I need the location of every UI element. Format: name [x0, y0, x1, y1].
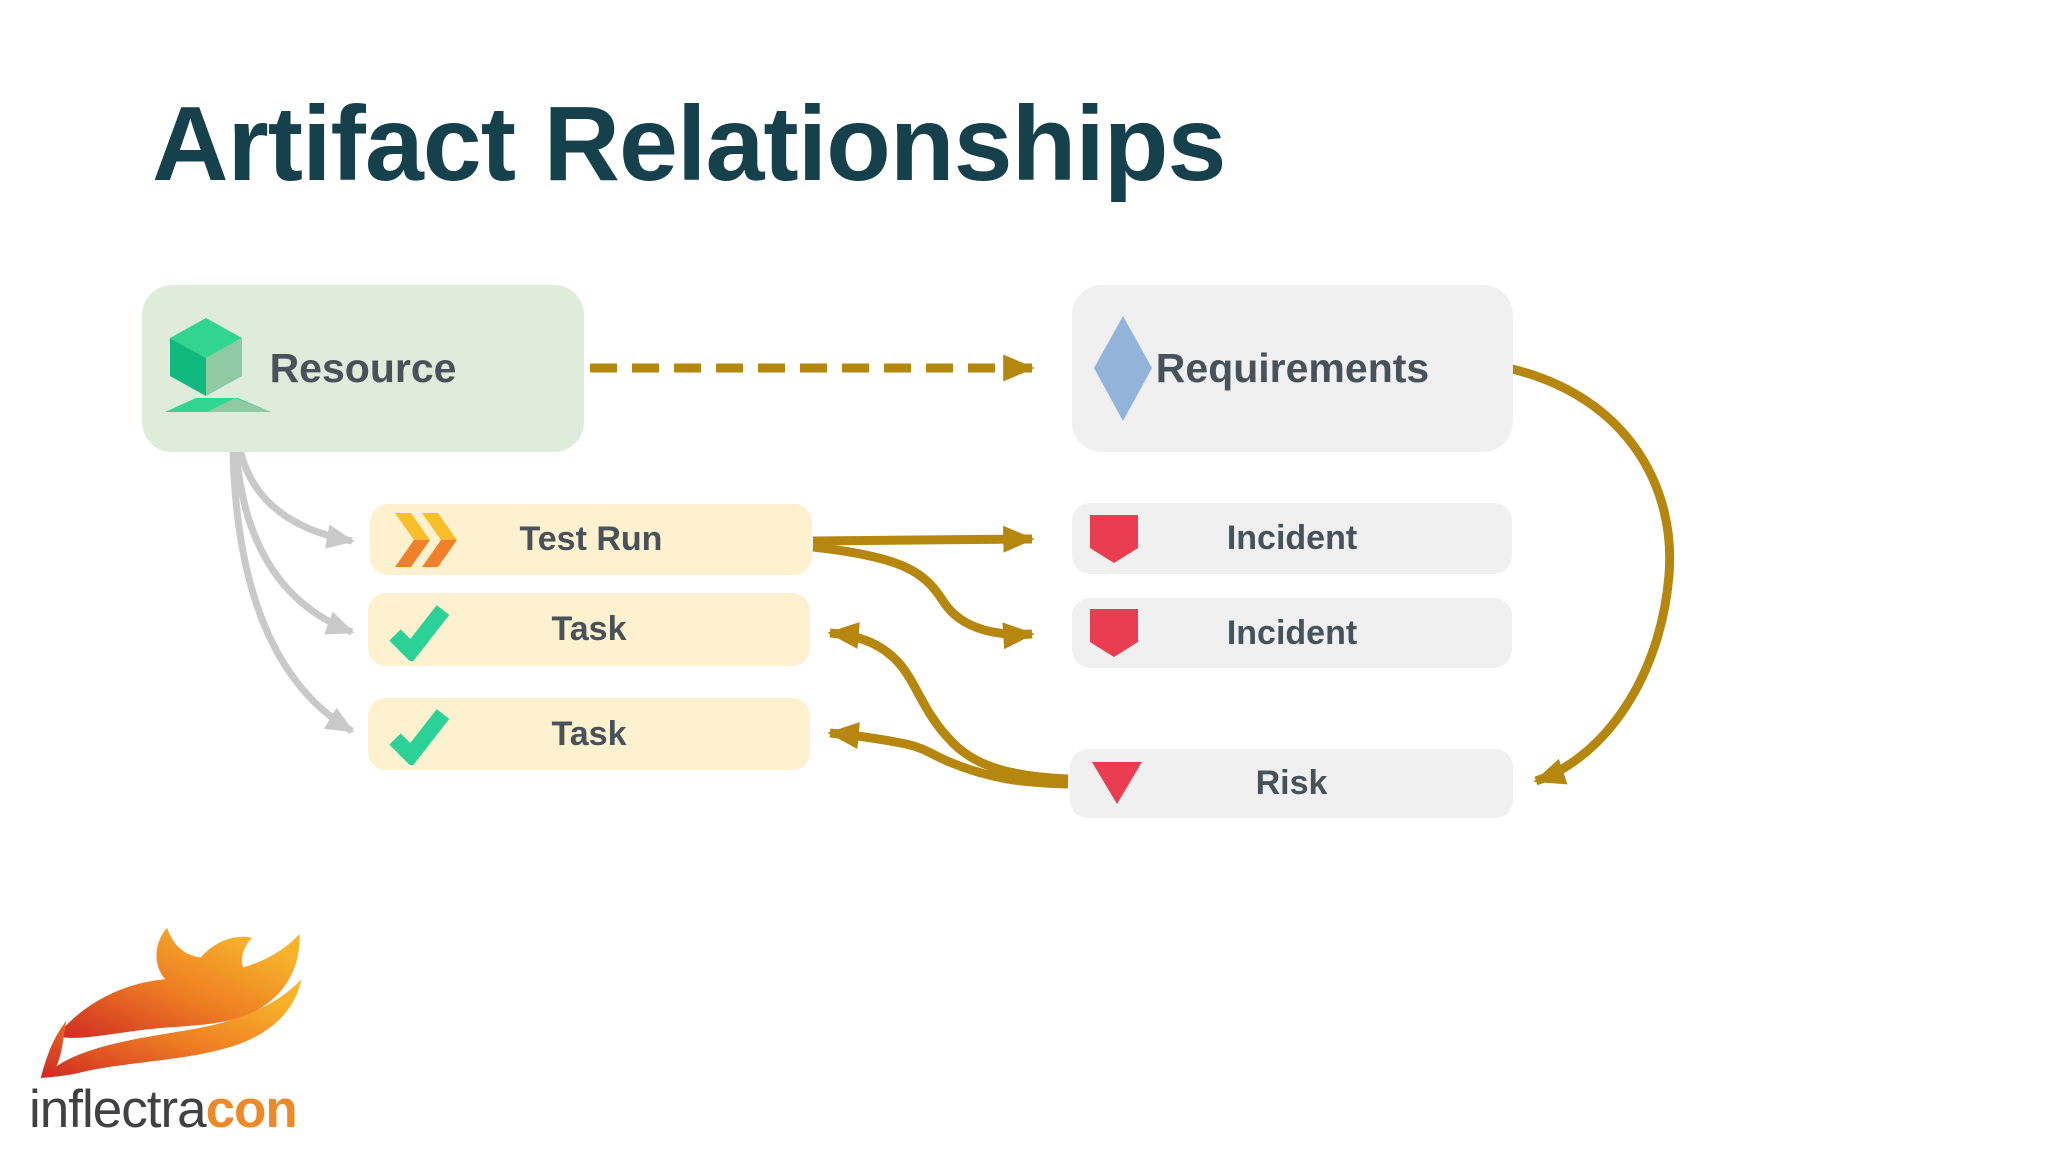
node-test-run: Test Run: [370, 504, 812, 575]
double-chevron-icon: [395, 513, 457, 567]
node-requirements: Requirements: [1072, 285, 1513, 452]
edge-resource-to-task1: [232, 449, 355, 636]
node-label: Resource: [269, 345, 457, 391]
node-label: Test Run: [519, 520, 663, 558]
edge-risk-to-task1: [827, 621, 1069, 784]
checkmark-icon: [389, 709, 450, 765]
shield-icon: [1090, 515, 1138, 563]
flame-body: [56, 927, 300, 1038]
node-label: Incident: [1226, 519, 1358, 557]
edge-resource-to-task2: [229, 449, 355, 735]
node-label: Incident: [1226, 613, 1358, 652]
shield-icon: [1090, 609, 1138, 657]
edge-risk-to-task2: [827, 722, 1069, 789]
edge-resource-to-testrun: [236, 449, 355, 549]
logo-suffix-text: con: [205, 1080, 298, 1139]
edge-requirements-to-risk: [1510, 364, 1675, 786]
node-resource: Resource: [142, 285, 584, 452]
person-cube-icon: [165, 318, 271, 412]
flame-logo-icon: [40, 927, 302, 1079]
node-label: Task: [551, 610, 627, 648]
logo-brand-text: inflectra: [29, 1080, 207, 1139]
logo-wordmark: inflectracon: [29, 1079, 335, 1140]
node-label: Requirements: [1155, 345, 1430, 391]
edge-testrun-to-incident2: [812, 542, 1035, 650]
flame-swoosh: [40, 979, 302, 1079]
node-label: Risk: [1255, 764, 1328, 802]
node-task-1: Task: [368, 593, 810, 666]
triangle-down-icon: [1092, 762, 1142, 804]
diamond-icon: [1094, 316, 1152, 421]
node-risk: Risk: [1070, 749, 1513, 818]
node-label: Task: [551, 714, 627, 753]
node-task-2: Task: [368, 698, 810, 770]
node-incident-1: Incident: [1072, 503, 1512, 574]
inflectracon-logo: inflectracon: [25, 922, 335, 1140]
edge-testrun-to-incident1: [812, 525, 1035, 553]
node-incident-2: Incident: [1072, 598, 1512, 668]
page-title: Artifact Relationships: [152, 85, 1227, 203]
checkmark-icon: [389, 605, 450, 661]
